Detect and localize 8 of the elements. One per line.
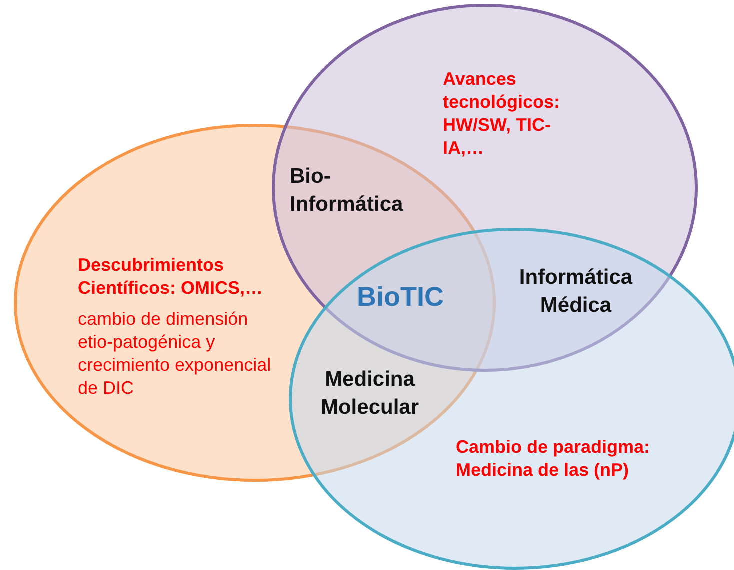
region-heading: Cambio de paradigma: Medicina de las (nP) [456,436,652,482]
region-heading: Descubrimientos Científicos: OMICS,… [78,254,264,300]
region-heading: Avances tecnológicos: HW/SW, TIC-IA,… [443,68,562,160]
region-description: cambio de dimensión etio-patogénica y crecimiento exponencial de DIC [78,308,272,400]
center-label: BioTIC [357,283,445,311]
overlap-label: Informática Médica [518,265,634,319]
overlap-label: Medicina Molecular [320,367,420,421]
overlap-label: Bio- Informática [290,164,404,218]
